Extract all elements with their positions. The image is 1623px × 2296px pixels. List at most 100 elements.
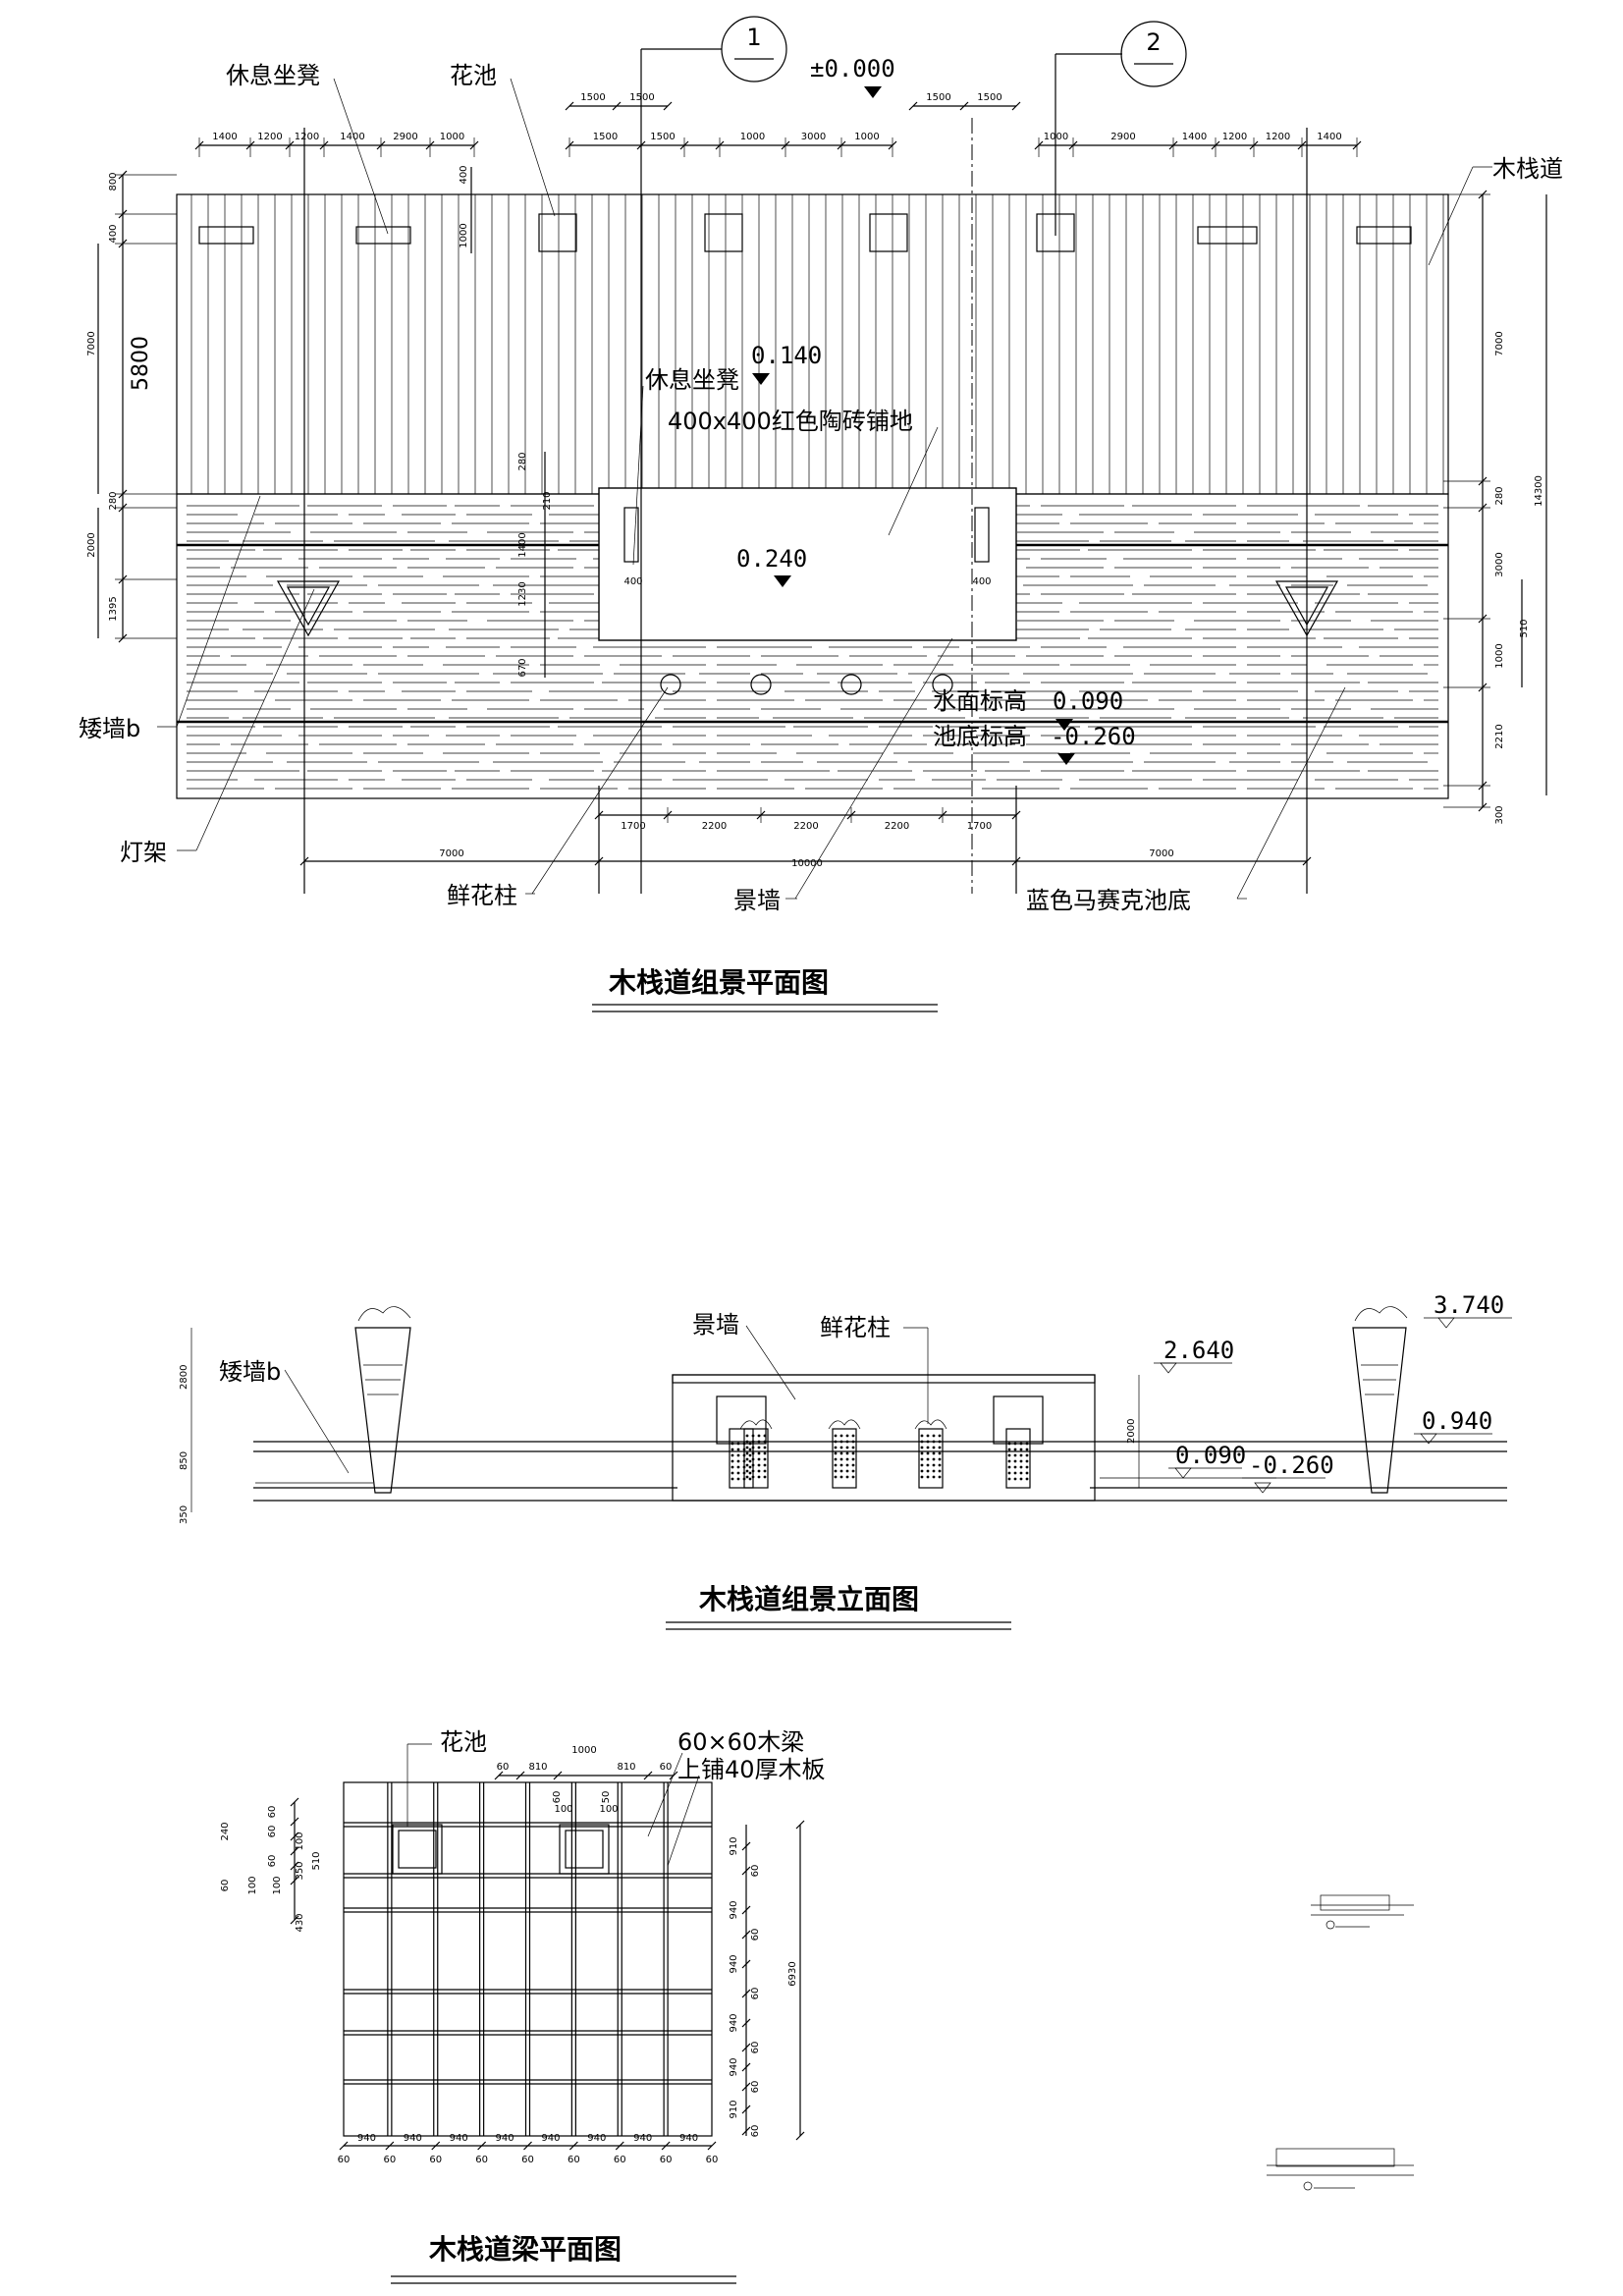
lamp-frame-elev-right — [1352, 1306, 1408, 1494]
dimension-label: 800 — [108, 172, 119, 191]
dimension-label: 1000 — [459, 223, 469, 247]
dimension-label: 1400 — [1317, 132, 1341, 142]
dimension-label: 1000 — [1494, 643, 1505, 668]
dimension-label: 940 — [729, 1954, 739, 1973]
dimension-label: 1400 — [212, 132, 237, 142]
boardwalk-planks — [190, 194, 1444, 494]
dimension-label: 1200 — [257, 132, 282, 142]
svg-text:水面标高: 水面标高 — [933, 687, 1027, 715]
dimension-label: 100 — [247, 1876, 258, 1894]
flower-column-elev-item — [729, 1428, 754, 1489]
dimension-label: 940 — [357, 2133, 376, 2144]
dimension-label: 810 — [528, 1762, 547, 1773]
dimension-label: 7000 — [1494, 331, 1505, 355]
dimension-label: 3000 — [1494, 552, 1505, 576]
dimension-label: 1000 — [440, 132, 464, 142]
water-lines — [187, 505, 1438, 790]
axis-bubble-2: 2 — [1120, 21, 1187, 87]
label-feature-wall: 景墙 — [733, 887, 781, 914]
svg-text:0.090: 0.090 — [1175, 1442, 1246, 1469]
dimension-label: 1500 — [977, 92, 1001, 103]
detail-thumbnail — [1267, 2148, 1414, 2191]
axis-bubble-1: 1 — [721, 16, 787, 82]
flower-column — [660, 674, 681, 695]
dimension-label: 280 — [108, 491, 119, 510]
dimension-label: 60 — [475, 2155, 488, 2165]
svg-text:2.640: 2.640 — [1163, 1337, 1234, 1364]
dimension-label: 100 — [599, 1804, 618, 1815]
dimension-label: 2210 — [1494, 724, 1505, 748]
dimension-label: 60 — [267, 1855, 278, 1868]
svg-text:池底标高: 池底标高 — [933, 723, 1027, 750]
elev-mark-0940: 0.940 — [1414, 1407, 1492, 1445]
elev-zero: ±0.000 — [810, 55, 895, 98]
dimension-label: 2900 — [393, 132, 417, 142]
dimension-label: 60 — [660, 2155, 673, 2165]
rest-bench — [355, 226, 411, 245]
dimension-label: 7000 — [439, 848, 463, 859]
dimension-label: 300 — [1494, 805, 1505, 824]
dimension-label: 1000 — [571, 1745, 596, 1756]
dimension-label: 7000 — [86, 331, 97, 355]
dimension-label: 940 — [496, 2133, 514, 2144]
beam-title: 木栈道梁平面图 — [428, 2233, 622, 2266]
dimension-label: 60 — [750, 1988, 761, 2000]
dimension-label: 1230 — [517, 581, 528, 606]
svg-text:1: 1 — [746, 24, 761, 51]
dimension-label: 510 — [311, 1851, 322, 1870]
dimension-label: 240 — [220, 1822, 231, 1840]
elev-0140: 0.140 — [751, 342, 822, 385]
svg-text:3.740: 3.740 — [1434, 1291, 1504, 1319]
dimension-label: 1000 — [854, 132, 879, 142]
dimension-label: 5800 — [129, 336, 153, 391]
dimension-label: 350 — [295, 1861, 305, 1880]
rest-bench — [1356, 226, 1412, 245]
dimension-label: 60 — [614, 2155, 626, 2165]
dimension-label: 3000 — [801, 132, 826, 142]
flower-column-elev — [729, 1419, 1031, 1489]
label-feature-wall-elev: 景墙 — [692, 1311, 739, 1339]
dimension-label: 7000 — [1149, 848, 1173, 859]
flower-column-elev-item — [828, 1419, 861, 1489]
dimension-label: 60 — [750, 2125, 761, 2138]
lamp-frame-elev-left — [354, 1306, 411, 1494]
dimension-label: 100 — [272, 1876, 283, 1894]
label-mosaic: 蓝色马赛克池底 — [1026, 887, 1191, 914]
dimension-label: 2200 — [702, 821, 727, 832]
dimension-label: 60 — [552, 1791, 563, 1804]
dimension-label: 60 — [267, 1806, 278, 1819]
dimension-label: 1395 — [108, 596, 119, 621]
svg-text:2800: 2800 — [179, 1365, 189, 1390]
dimension-label: 1400 — [1182, 132, 1207, 142]
flower-bed — [869, 213, 908, 252]
dimension-label: 60 — [384, 2155, 397, 2165]
dimension-label: 60 — [750, 2042, 761, 2054]
svg-text:350: 350 — [179, 1505, 189, 1524]
flower-column — [750, 674, 772, 695]
svg-text:±0.000: ±0.000 — [810, 55, 895, 82]
dimension-label: 60 — [497, 1762, 510, 1773]
dimension-label: 940 — [729, 2013, 739, 2032]
lamp-frame — [276, 580, 341, 637]
dimension-label: 940 — [587, 2133, 606, 2144]
dimension-label: 810 — [617, 1762, 635, 1773]
svg-text:0.940: 0.940 — [1422, 1407, 1492, 1435]
dimension-label: 60 — [220, 1880, 231, 1892]
svg-text:-0.260: -0.260 — [1249, 1451, 1334, 1479]
dimension-label: 1400 — [340, 132, 364, 142]
dimension-label: 670 — [517, 658, 528, 677]
svg-text:2000: 2000 — [1126, 1419, 1137, 1444]
dimension-label: 100 — [295, 1831, 305, 1850]
flower-column — [932, 674, 953, 695]
flower-bed-beam — [392, 1824, 443, 1875]
flower-column-elev-item — [914, 1419, 947, 1489]
dimension-label: 14300 — [1534, 475, 1544, 507]
dimension-label: 60 — [750, 1929, 761, 1941]
dimension-label: 60 — [750, 2081, 761, 2094]
svg-text:0.090: 0.090 — [1053, 687, 1123, 715]
